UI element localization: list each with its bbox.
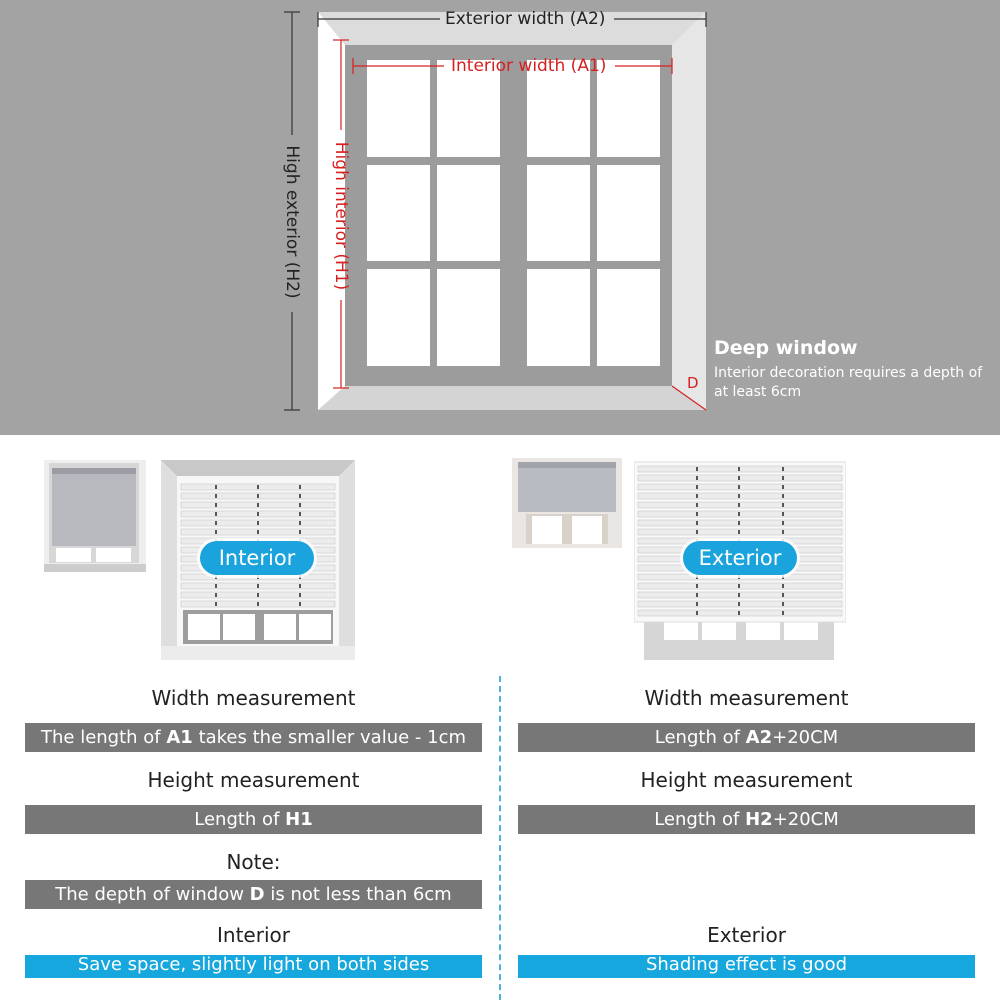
interior-type-heading: Interior [217,923,290,947]
exterior-small-window-image [512,458,622,548]
interior-badge: Interior [200,541,314,575]
interior-blind-window-image [161,460,355,660]
exterior-height-heading: Height measurement [640,768,853,792]
high-interior-label: High interior (H1) [331,141,351,291]
interior-width-rule: The length of A1 takes the smaller value… [25,723,482,752]
exterior-width-rule: Length of A2+20CM [518,723,975,752]
exterior-width-heading: Width measurement [644,686,849,710]
interior-small-window-image [44,460,146,572]
depth-label: D [687,374,699,392]
exterior-type-heading: Exterior [707,923,786,947]
high-exterior-label: High exterior (H2) [282,145,302,299]
exterior-width-label: Exterior width (A2) [445,9,606,29]
deep-window-description: Interior decoration requires a depth of … [714,365,983,400]
interior-width-heading: Width measurement [151,686,356,710]
deep-window-title: Deep window [714,337,858,359]
interior-type-rule: Save space, slightly light on both sides [25,955,482,978]
interior-height-rule: Length of H1 [25,805,482,834]
exterior-type-rule: Shading effect is good [518,955,975,978]
column-divider [499,676,501,1000]
window-diagram-illustration [284,11,707,411]
exterior-height-rule: Length of H2+20CM [518,805,975,834]
note-heading: Note: [226,850,281,874]
interior-width-label: Interior width (A1) [451,56,607,76]
interior-height-heading: Height measurement [147,768,360,792]
exterior-badge: Exterior [683,541,797,575]
note-rule: The depth of window D is not less than 6… [25,880,482,909]
